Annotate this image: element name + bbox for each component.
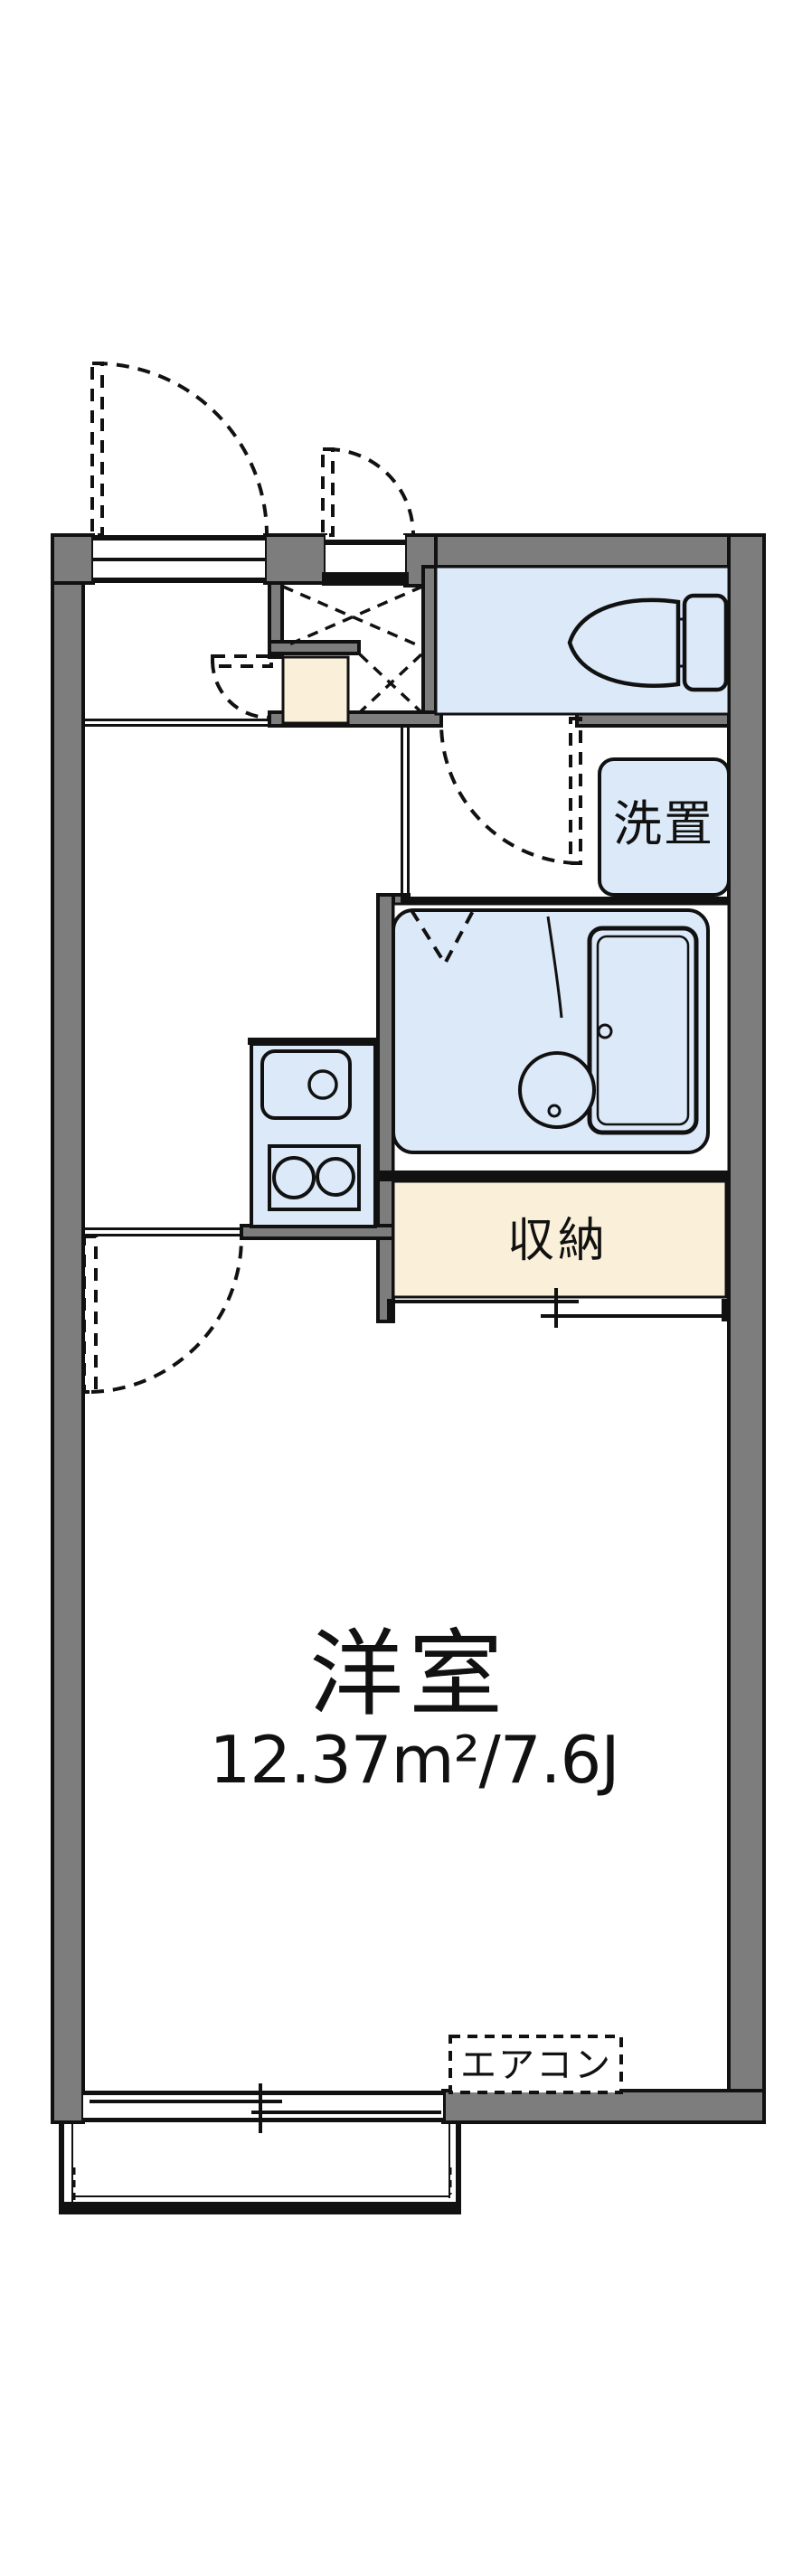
door-leaf-washroom — [569, 717, 582, 865]
door-leaf-main-room — [82, 1235, 98, 1394]
door-leaf-genkan — [211, 654, 273, 668]
door-leaf-entrance — [321, 447, 335, 537]
door-arc-genkan — [211, 660, 270, 719]
kitchen-zone-line-a — [83, 719, 269, 721]
closet-door-tick — [554, 1288, 558, 1328]
label-closet: 収納 — [507, 1214, 609, 1268]
kitchen-room-line-a — [83, 1227, 241, 1230]
wall-top-left-corner — [51, 533, 95, 585]
washroom-partition-b — [407, 726, 410, 895]
door-arc-entrance — [326, 447, 415, 536]
bath-counter-edge — [546, 916, 563, 1019]
main-window-center-tick — [259, 2083, 262, 2133]
kitchen-window-glazing — [93, 558, 265, 561]
balcony-bottom-rail — [59, 2202, 461, 2214]
closet-door-line-right — [541, 1314, 723, 1318]
closet-door-right-cap — [722, 1299, 729, 1321]
kitchen-burner-left — [272, 1156, 316, 1199]
bath-top-partition — [401, 897, 729, 904]
bathtub-outer — [587, 926, 699, 1135]
balcony-left-rail — [59, 2122, 64, 2213]
main-window-frame-bottom — [83, 2118, 443, 2122]
door-arc-washroom — [439, 722, 577, 865]
genkan-x1-line1 — [282, 585, 423, 649]
closet-door-left-cap — [387, 1299, 394, 1321]
aircon-box — [448, 2035, 623, 2094]
bath-washbowl — [518, 1051, 596, 1129]
wall-genkan-left — [268, 581, 284, 659]
main-window-pane-right — [251, 2111, 441, 2114]
door-leaf-kitchen-window — [90, 362, 104, 537]
genkan-x1-line2 — [282, 585, 423, 649]
label-main-room-area: 12.37m²/7.6J — [209, 1722, 618, 1798]
laundry-space-box — [598, 757, 731, 897]
wall-genkan-right — [421, 565, 438, 728]
door-arc-kitchen-window — [94, 362, 269, 536]
washroom-partition-a — [401, 726, 403, 895]
main-window-frame-top — [83, 2091, 443, 2095]
bathtub-knob — [597, 1023, 613, 1039]
wall-top-mid-pier — [263, 533, 327, 585]
wall-top-right — [403, 533, 766, 569]
wall-left — [51, 533, 85, 2124]
label-laundry: 洗置 — [613, 795, 714, 852]
kitchen-counter-cap — [248, 1038, 379, 1045]
main-window — [83, 2091, 443, 2122]
kitchen-room-line-b — [83, 1234, 241, 1236]
wall-right — [727, 533, 766, 2124]
bath-washbowl-drain — [547, 1104, 562, 1118]
toilet-bowl — [567, 597, 681, 688]
balcony-bottom-inner — [71, 2195, 450, 2197]
bath-unit — [392, 908, 710, 1154]
entrance-step — [322, 572, 409, 586]
kitchen-burner-right — [316, 1157, 355, 1197]
kitchen-window-frame-top — [93, 535, 265, 541]
label-main-room: 洋室 — [309, 1619, 508, 1729]
wall-bath-left — [376, 893, 395, 1323]
balcony-right-rail — [456, 2122, 461, 2213]
wall-bottom — [441, 2089, 766, 2124]
wall-genkan-stub — [268, 640, 361, 655]
kitchen-window-frame-bottom — [93, 578, 265, 583]
main-window-pane-left — [90, 2100, 282, 2103]
bath-bottom-partition — [378, 1170, 729, 1181]
door-arc-main-room — [90, 1236, 244, 1394]
kitchen-zone-line-b — [83, 724, 269, 727]
kitchen-sink-drain — [307, 1069, 338, 1100]
label-aircon: エアコン — [460, 2045, 612, 2086]
balcony-right-inner — [448, 2122, 450, 2198]
closet-door-line-left — [389, 1300, 579, 1303]
balcony-left-inner — [71, 2122, 73, 2202]
kitchen-sink — [260, 1049, 352, 1120]
toilet-tank — [682, 593, 729, 692]
room-closet — [392, 1180, 728, 1299]
genkan-x2-line2 — [358, 653, 423, 714]
entrance-door-panel — [326, 540, 405, 545]
genkan-step-box — [281, 655, 350, 725]
